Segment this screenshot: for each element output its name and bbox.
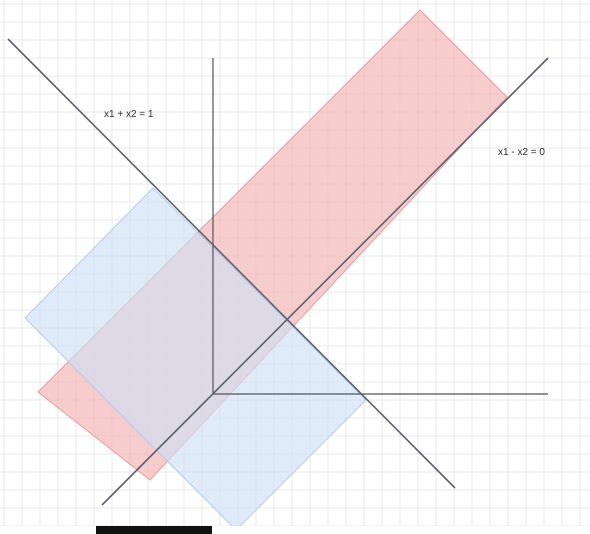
caption-dark-bar bbox=[96, 526, 212, 534]
line-x1-minus-x2 bbox=[101, 57, 549, 506]
line-x1-plus-x2 bbox=[7, 38, 456, 489]
caption-strip bbox=[0, 526, 590, 534]
label-x1-plus-x2: x1 + x2 = 1 bbox=[104, 109, 154, 120]
label-x1-minus-x2: x1 - x2 = 0 bbox=[498, 147, 545, 158]
